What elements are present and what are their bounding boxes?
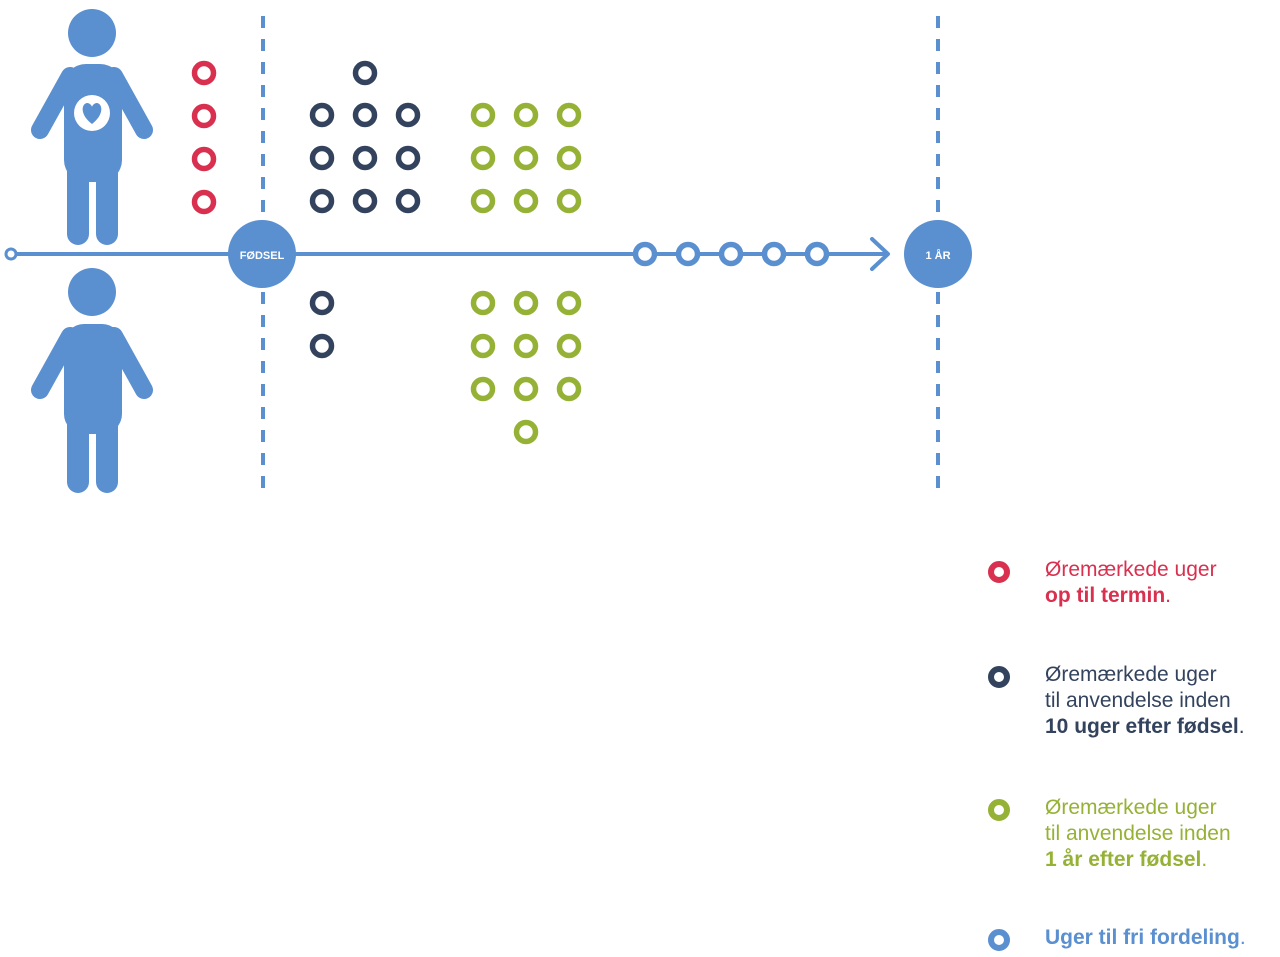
navy-week-ring xyxy=(309,333,335,359)
legend-item-within-1-year: Øremærkede uger til anvendelse inden 1 å… xyxy=(988,795,1280,881)
legend-period: . xyxy=(1238,715,1245,738)
legend-line: Øremærkede uger xyxy=(1045,663,1217,686)
green-week-ring xyxy=(556,145,582,171)
blue-week-ring xyxy=(761,241,787,267)
red-week-ring xyxy=(191,189,217,215)
red-week-ring xyxy=(191,103,217,129)
green-week-ring xyxy=(513,102,539,128)
green-week-ring xyxy=(513,376,539,402)
green-week-ring xyxy=(513,333,539,359)
green-week-ring xyxy=(470,145,496,171)
birth-milestone xyxy=(228,220,296,288)
legend-line: Øremærkede uger xyxy=(1045,796,1217,819)
green-week-ring xyxy=(556,376,582,402)
red-ring-icon xyxy=(988,561,1010,583)
legend-period: . xyxy=(1165,584,1172,607)
legend-period: . xyxy=(1201,848,1208,871)
green-week-ring xyxy=(556,333,582,359)
legend-bold-text: 10 uger efter fødsel xyxy=(1045,715,1239,738)
green-week-ring xyxy=(470,376,496,402)
green-week-ring xyxy=(556,188,582,214)
navy-week-ring xyxy=(309,188,335,214)
legend-period: . xyxy=(1239,926,1246,949)
timeline-start-dot xyxy=(4,247,18,261)
navy-week-ring xyxy=(352,145,378,171)
pregnant-person-icon xyxy=(31,9,153,245)
navy-week-ring xyxy=(309,145,335,171)
legend-line: til anvendelse inden xyxy=(1045,689,1231,712)
green-ring-icon xyxy=(988,799,1010,821)
blue-week-ring xyxy=(718,241,744,267)
navy-ring-icon xyxy=(988,666,1010,688)
green-week-ring xyxy=(470,188,496,214)
navy-week-ring xyxy=(395,145,421,171)
legend-item-before-due-date: Øremærkede uger op til termin. xyxy=(988,557,1280,617)
parental-leave-diagram: FØDSEL 1 ÅR Ør xyxy=(4,9,1246,951)
blue-ring-icon xyxy=(988,929,1010,951)
one-year-milestone-label: 1 ÅR xyxy=(925,249,950,262)
blue-week-ring xyxy=(632,241,658,267)
navy-week-ring xyxy=(352,60,378,86)
blue-week-ring xyxy=(804,241,830,267)
green-week-ring xyxy=(556,290,582,316)
green-week-ring xyxy=(556,102,582,128)
legend-bold-text: op til termin xyxy=(1045,584,1166,607)
green-week-ring xyxy=(470,333,496,359)
legend-item-free-distribution: Uger til fri fordeling. xyxy=(988,925,1280,957)
timeline-diagram: FØDSEL 1 ÅR xyxy=(4,9,972,493)
timeline-arrowhead xyxy=(870,237,890,271)
one-year-milestone xyxy=(904,220,972,288)
navy-week-ring xyxy=(309,290,335,316)
legend-line: Øremærkede uger xyxy=(1045,558,1217,581)
green-week-ring xyxy=(470,290,496,316)
week-rings xyxy=(191,60,830,445)
birth-milestone-label: FØDSEL xyxy=(240,250,285,262)
navy-week-ring xyxy=(395,102,421,128)
green-week-ring xyxy=(513,188,539,214)
legend-line: til anvendelse inden xyxy=(1045,822,1231,845)
green-week-ring xyxy=(513,145,539,171)
legend-item-within-10-weeks: Øremærkede uger til anvendelse inden 10 … xyxy=(988,662,1280,748)
legend-bold-text: 1 år efter fødsel xyxy=(1045,848,1202,871)
navy-week-ring xyxy=(352,188,378,214)
blue-week-ring xyxy=(675,241,701,267)
navy-week-ring xyxy=(395,188,421,214)
red-week-ring xyxy=(191,146,217,172)
legend-bold-text: Uger til fri fordeling xyxy=(1045,926,1240,949)
green-week-ring xyxy=(513,419,539,445)
red-week-ring xyxy=(191,60,217,86)
person-icon xyxy=(31,268,153,493)
green-week-ring xyxy=(470,102,496,128)
navy-week-ring xyxy=(309,102,335,128)
green-week-ring xyxy=(513,290,539,316)
navy-week-ring xyxy=(352,102,378,128)
